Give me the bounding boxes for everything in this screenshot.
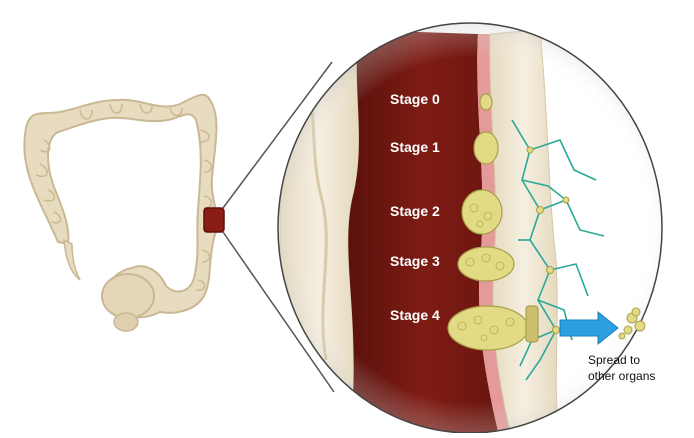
stage-label-3: Stage 3: [390, 253, 440, 269]
colon-illustration: [24, 95, 224, 331]
stage-label-1: Stage 1: [390, 139, 440, 155]
spread-caption-line1: Spread to: [588, 353, 640, 367]
stage-label-4: Stage 4: [390, 307, 440, 323]
rectum: [102, 274, 154, 318]
stage-label-0: Stage 0: [390, 91, 440, 107]
section-marker: [204, 208, 224, 232]
appendix: [64, 240, 80, 280]
spread-caption-line2: other organs: [588, 369, 655, 383]
rectum-end: [114, 313, 138, 331]
stage-label-2: Stage 2: [390, 203, 440, 219]
